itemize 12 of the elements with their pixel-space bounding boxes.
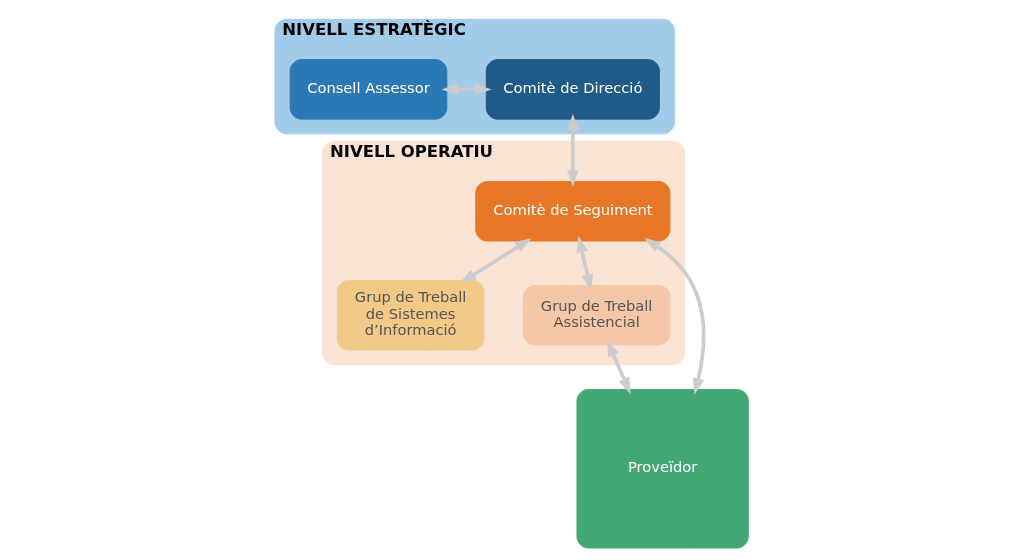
arrow [459, 238, 532, 284]
node-box: Grup de Treball de Sistemes d’Informació [336, 280, 485, 351]
arrow [441, 83, 492, 96]
node-box: Grup de Treball Assistencial [522, 285, 671, 346]
node-box: Comitè de Seguiment [475, 181, 671, 242]
node-box: Proveïdor [576, 389, 749, 549]
arrow [576, 235, 594, 291]
node-box: Comitè de Direcció [485, 59, 660, 120]
arrow [567, 113, 579, 187]
arrow [607, 340, 631, 395]
node-box: Consell Assessor [289, 59, 448, 120]
arrow [644, 238, 706, 395]
